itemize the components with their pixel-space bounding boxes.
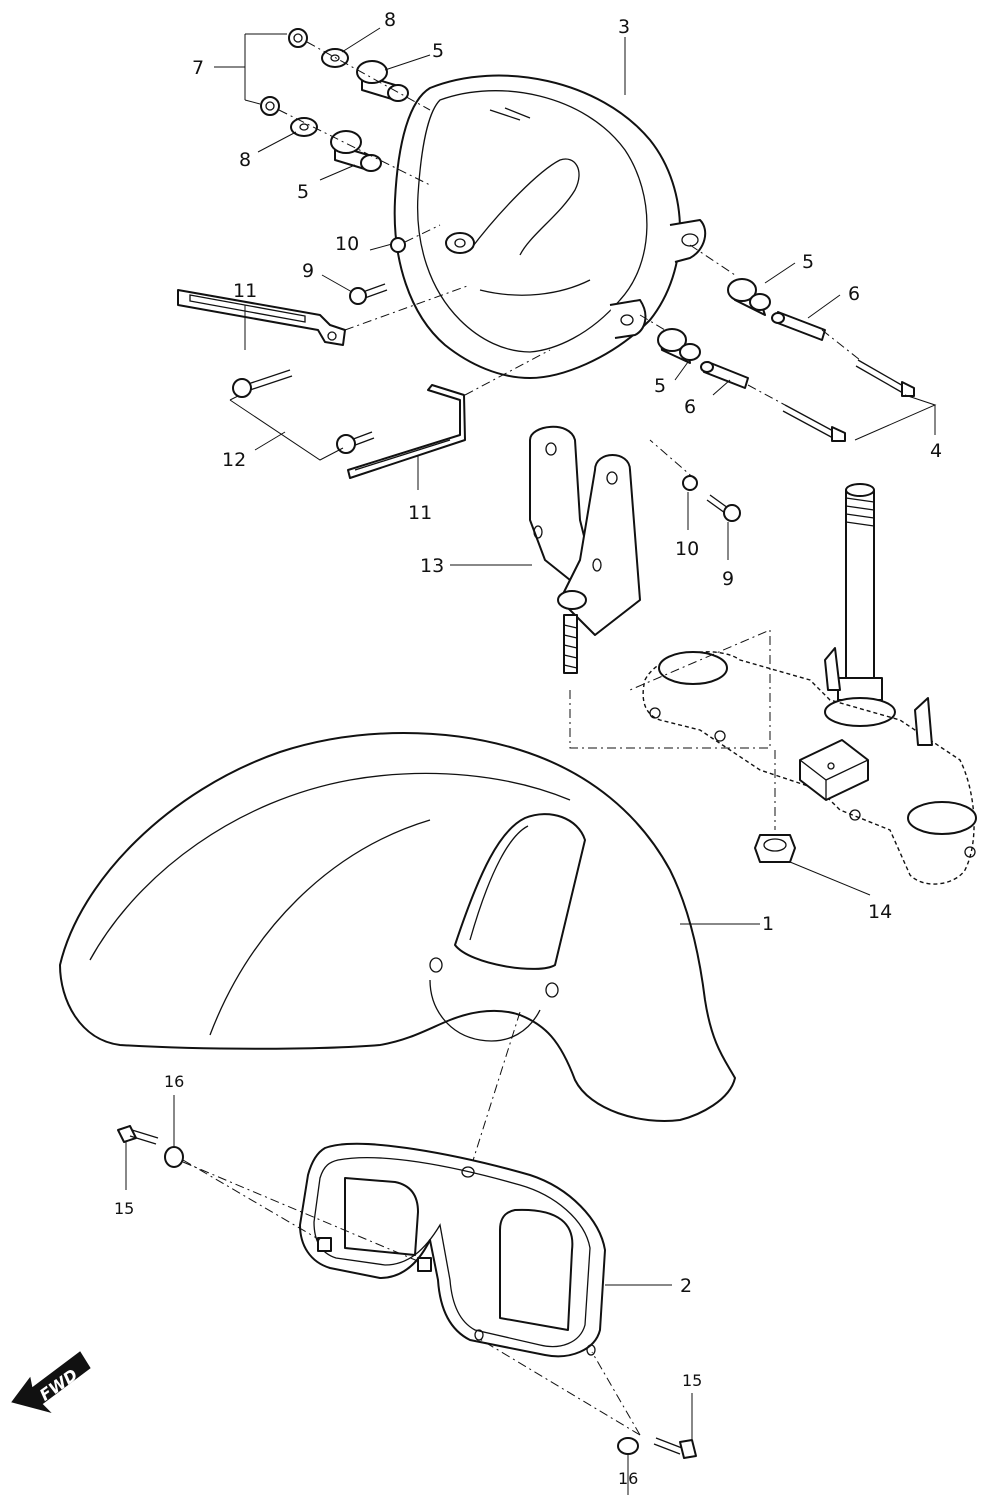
callout-9a: 9 xyxy=(302,260,314,282)
callout-11a: 11 xyxy=(233,280,257,302)
small-fasteners xyxy=(349,224,741,522)
callout-10a: 10 xyxy=(335,233,359,255)
callout-7: 7 xyxy=(192,57,204,79)
callout-1: 1 xyxy=(762,913,774,935)
fender-fasteners xyxy=(117,1125,697,1459)
leader-lines xyxy=(125,27,937,1495)
callout-5b: 5 xyxy=(297,181,309,203)
callout-4: 4 xyxy=(930,440,942,462)
callout-15a: 15 xyxy=(114,1199,134,1218)
fwd-arrow-icon: FWD xyxy=(11,1351,91,1413)
callout-3: 3 xyxy=(618,16,630,38)
side-hardware xyxy=(639,244,915,442)
steering-stem-triple-clamp xyxy=(569,483,977,885)
headlight-mount-bracket xyxy=(529,425,641,674)
callout-12: 12 xyxy=(222,449,246,471)
callout-5c: 5 xyxy=(802,251,814,273)
callout-10b: 10 xyxy=(675,538,699,560)
fender-brace xyxy=(299,1142,606,1358)
callout-13: 13 xyxy=(420,555,444,577)
callout-2: 2 xyxy=(680,1275,692,1297)
callout-16a: 16 xyxy=(164,1072,184,1091)
callout-labels: 1 2 3 4 5 5 5 5 6 6 7 8 8 9 9 10 10 11 1… xyxy=(114,9,942,1488)
upper-hardware xyxy=(260,28,431,186)
callout-8b: 8 xyxy=(239,149,251,171)
callout-16b: 16 xyxy=(618,1469,638,1488)
callout-14: 14 xyxy=(868,901,892,923)
callout-15b: 15 xyxy=(682,1371,702,1390)
front-fender xyxy=(59,732,736,1171)
callout-6a: 6 xyxy=(848,283,860,305)
callout-8a: 8 xyxy=(384,9,396,31)
callout-5a: 5 xyxy=(432,40,444,62)
headlight-housing xyxy=(393,74,707,379)
callout-11b: 11 xyxy=(408,502,432,524)
callout-9b: 9 xyxy=(722,568,734,590)
callout-5d: 5 xyxy=(654,375,666,397)
callout-6b: 6 xyxy=(684,396,696,418)
